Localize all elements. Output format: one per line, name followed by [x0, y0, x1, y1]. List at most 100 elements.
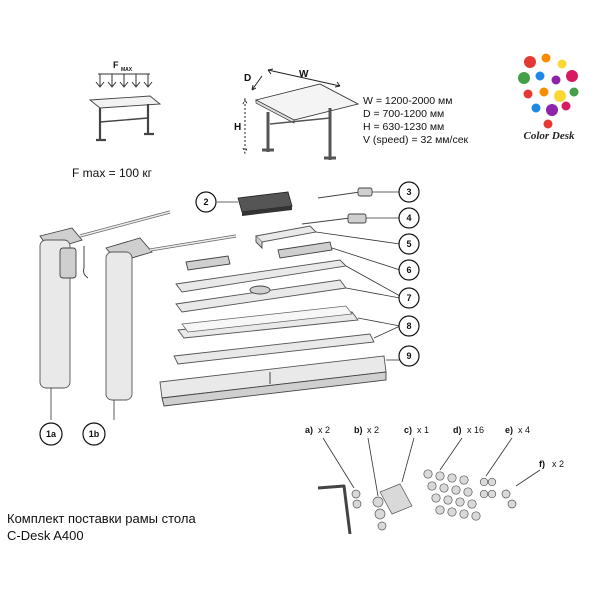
- logo-dot: [561, 101, 571, 111]
- spec-height: H = 630-1230 мм: [363, 121, 444, 133]
- hw-b-qty: x 2: [367, 425, 379, 435]
- fmax-caption: F max = 100 кг: [72, 166, 153, 180]
- hardware-f: f) x 2: [501, 459, 564, 509]
- spec-depth: D = 700-1200 мм: [363, 108, 444, 120]
- svg-text:6: 6: [406, 265, 411, 275]
- caption-line-1: Комплект поставки рамы стола: [7, 511, 196, 526]
- screw-icon: [459, 509, 469, 519]
- dim-w-label: W: [299, 69, 309, 80]
- screw-icon: [447, 473, 457, 483]
- leg-1b: [105, 234, 237, 401]
- allen-key-icon: [317, 484, 352, 535]
- logo-dot: [541, 53, 551, 63]
- logo-dots: [518, 53, 579, 129]
- logo-dot: [546, 104, 558, 116]
- svg-text:9: 9: [406, 351, 411, 361]
- svg-text:4: 4: [406, 213, 411, 223]
- screw-icon: [427, 481, 437, 491]
- callout-4: 4: [398, 207, 420, 229]
- screw-icon: [431, 493, 441, 503]
- svg-text:1b: 1b: [89, 429, 100, 439]
- hardware-a: a) x 2: [305, 425, 362, 535]
- callout-1a: 1a: [39, 422, 63, 446]
- screw-icon: [439, 483, 449, 493]
- plate-icon: [379, 483, 413, 515]
- hardware-e: e) x 4: [485, 425, 530, 477]
- screw-icon: [459, 475, 469, 485]
- logo-dot: [569, 87, 579, 97]
- hw-f-qty: x 2: [552, 459, 564, 469]
- callout-1b: 1b: [82, 422, 106, 446]
- bolt-icon: [487, 489, 497, 499]
- logo-dot: [554, 90, 566, 102]
- leg-1a: [39, 210, 171, 389]
- screw-icon: [451, 485, 461, 495]
- screw-icon: [463, 487, 473, 497]
- logo-dot: [543, 119, 553, 129]
- hw-a-qty: x 2: [318, 425, 330, 435]
- screw-icon: [435, 505, 445, 515]
- part-6-plates: [185, 241, 333, 271]
- logo-text: Color Desk: [523, 130, 575, 142]
- dim-h-label: H: [234, 122, 241, 133]
- spec-width: W = 1200-2000 мм: [363, 95, 452, 107]
- svg-text:2: 2: [203, 197, 208, 207]
- callout-3: 3: [398, 181, 420, 203]
- fmax-sub: MAX: [121, 67, 133, 73]
- screw-icon: [423, 469, 433, 479]
- hw-c-qty: x 1: [417, 425, 429, 435]
- bolt-icon: [479, 489, 489, 499]
- callout-5: 5: [398, 233, 420, 255]
- callout-6: 6: [398, 259, 420, 281]
- hardware-b: b) x 2: [354, 425, 387, 531]
- callout-7: 7: [398, 287, 420, 309]
- svg-text:8: 8: [406, 321, 411, 331]
- bolt-icon: [487, 477, 497, 487]
- hw-e-letter: e): [505, 425, 513, 435]
- callout-2: 2: [195, 191, 217, 213]
- screw-icon: [435, 471, 445, 481]
- part-7-crossbars: [175, 259, 347, 313]
- logo-dot: [566, 70, 578, 82]
- hw-c-letter: c): [404, 425, 412, 435]
- callout-9: 9: [398, 345, 420, 367]
- spec-list: W = 1200-2000 мм D = 700-1200 мм H = 630…: [363, 95, 469, 146]
- hw-d-qty: x 16: [467, 425, 484, 435]
- hardware-d: d) x 16: [423, 425, 497, 521]
- fmax-label: F: [113, 60, 119, 70]
- small-desk-icon: [88, 95, 162, 142]
- logo-dot: [539, 87, 549, 97]
- screw-icon: [443, 495, 453, 505]
- part-3-handset: [317, 187, 373, 199]
- hw-a-letter: a): [305, 425, 313, 435]
- logo-dot: [523, 89, 533, 99]
- logo-dot: [524, 56, 536, 68]
- spec-speed: V (speed) = 32 мм/сек: [363, 134, 469, 146]
- hardware-c: c) x 1: [379, 425, 429, 515]
- hw-f-letter: f): [539, 459, 545, 469]
- dim-d-label: D: [244, 73, 251, 84]
- logo-dot: [557, 59, 567, 69]
- part-9-frame-beam: [159, 355, 387, 407]
- screw-icon: [447, 507, 457, 517]
- logo-dot: [535, 71, 545, 81]
- hw-e-qty: x 4: [518, 425, 530, 435]
- hw-d-letter: d): [453, 425, 462, 435]
- part-4-power-cable: [301, 213, 367, 225]
- dimension-drawing: D W H: [234, 68, 360, 160]
- svg-text:1a: 1a: [46, 429, 57, 439]
- logo-dot: [518, 72, 530, 84]
- bolt-icon: [479, 477, 489, 487]
- hw-b-letter: b): [354, 425, 363, 435]
- logo-dot: [531, 103, 541, 113]
- load-arrows: [95, 73, 153, 88]
- svg-text:5: 5: [406, 239, 411, 249]
- part-2-control-box: [237, 191, 293, 216]
- callout-8: 8: [398, 315, 420, 337]
- svg-text:7: 7: [406, 293, 411, 303]
- logo-dot: [551, 75, 561, 85]
- screw-icon: [471, 511, 481, 521]
- fmax-illustration: F MAX F max = 100 кг: [72, 60, 162, 180]
- color-desk-logo: Color Desk: [518, 53, 579, 142]
